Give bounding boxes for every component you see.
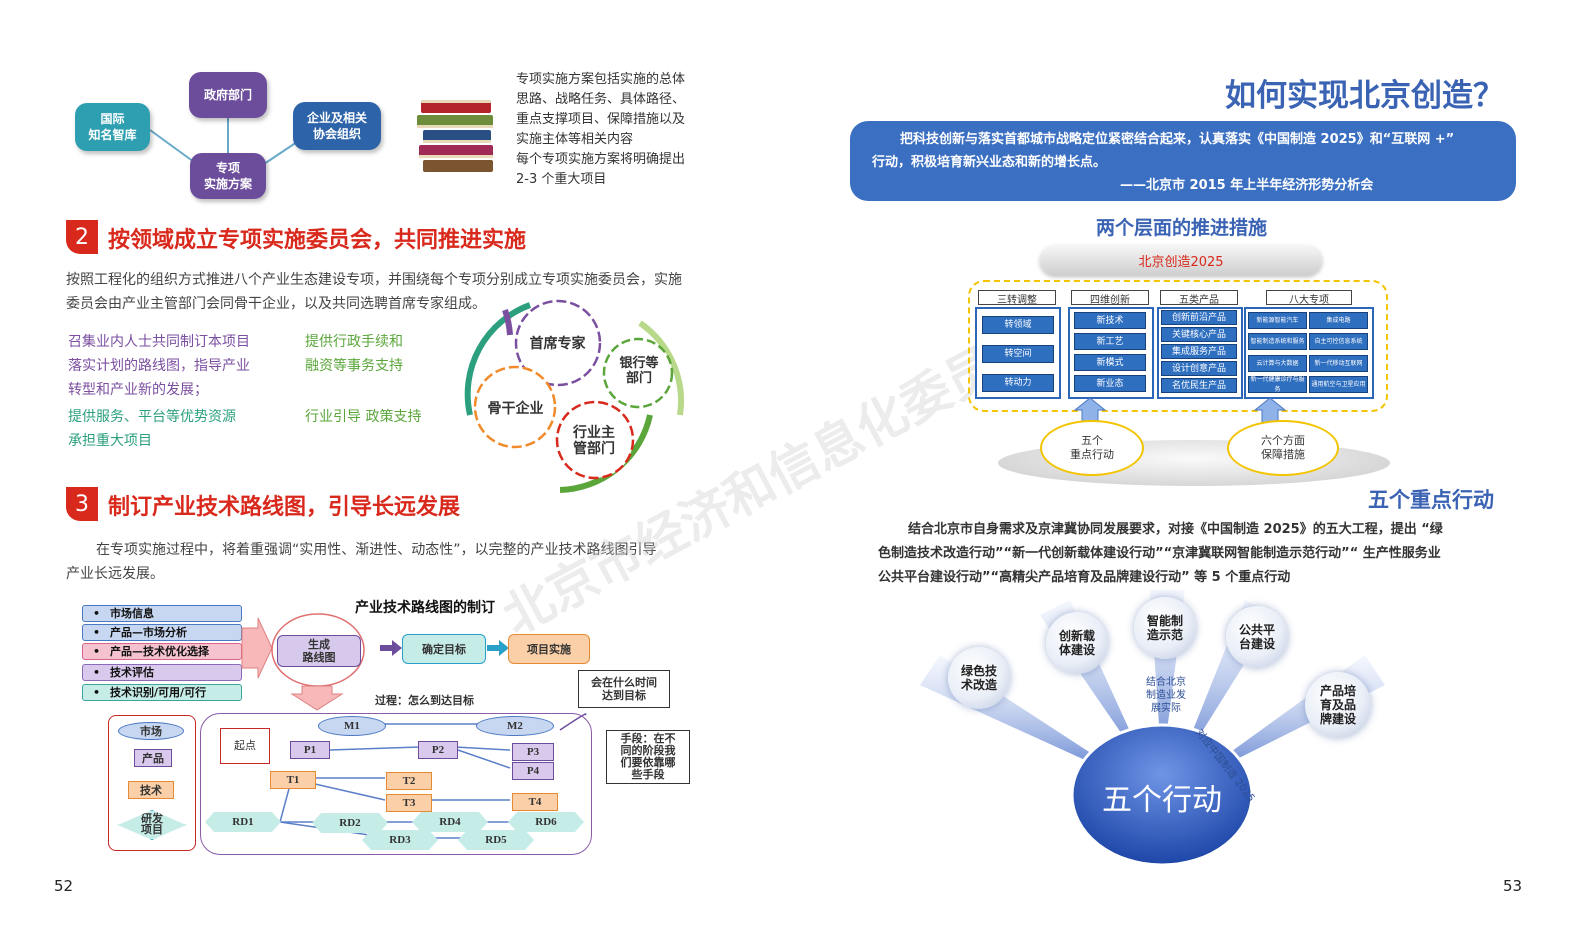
layer-market: 市场 bbox=[118, 722, 184, 740]
bubble-enterprise: 企业及相关 协会组织 bbox=[293, 102, 381, 150]
fan-bubble-brand: 产品培 育及品 牌建设 bbox=[1305, 672, 1371, 738]
books-stack-image bbox=[417, 100, 493, 172]
cell-4-3: 智能制造系统和服务 bbox=[1248, 333, 1307, 350]
node-rd3: RD3 bbox=[362, 830, 438, 850]
cell-4-1: 新能源智能汽车 bbox=[1248, 312, 1307, 329]
node-t3: T3 bbox=[386, 794, 432, 812]
roadmap-confirm-goal: 确定目标 bbox=[402, 634, 486, 664]
roadmap-list-tech-identify: 技术识别/可用/可行 bbox=[82, 684, 242, 701]
five-actions-paragraph: 结合北京市自身需求及京津冀协同发展要求，对接《中国制造 2025》的五大工程，提… bbox=[878, 522, 1443, 585]
roadmap-implement: 项目实施 bbox=[508, 634, 590, 664]
roadmap-list-tech-eval: 技术评估 bbox=[82, 664, 242, 681]
column-head-four-innovations: 四维创新 bbox=[1071, 290, 1149, 306]
cell-3-1: 创新前沿产品 bbox=[1161, 310, 1237, 325]
cell-2-4: 新业态 bbox=[1074, 375, 1146, 392]
page-number-left: 52 bbox=[54, 877, 74, 895]
roadmap-field bbox=[200, 713, 592, 855]
node-rd2: RD2 bbox=[312, 813, 388, 833]
fan-bubble-carrier: 创新载 体建设 bbox=[1046, 612, 1108, 674]
node-rd5: RD5 bbox=[458, 830, 534, 850]
node-rd6: RD6 bbox=[508, 812, 584, 832]
cell-2-1: 新技术 bbox=[1074, 312, 1146, 329]
gears-diagram bbox=[464, 299, 685, 493]
cell-4-4: 自主可控信息系统 bbox=[1309, 333, 1368, 350]
two-levels-title: 两个层面的推进措施 bbox=[1096, 217, 1268, 239]
cell-1-3: 转动力 bbox=[982, 374, 1054, 392]
role-text-bank: 提供行政手续和 融资等事务支持 bbox=[305, 334, 403, 374]
framework-frame bbox=[968, 280, 1388, 412]
bjcz-banner: 北京创造2025 bbox=[1040, 245, 1322, 275]
cell-4-8: 通用航空与卫星应用 bbox=[1309, 376, 1368, 393]
column-head-three-transforms: 三转调整 bbox=[978, 290, 1056, 306]
five-actions-oval: 五个 重点行动 bbox=[1040, 420, 1144, 476]
cell-4-5: 云计算与大数据 bbox=[1248, 355, 1307, 372]
six-measures-oval: 六个方面 保障措施 bbox=[1227, 420, 1339, 476]
node-p3: P3 bbox=[512, 743, 554, 761]
fan-center-label: 五个行动 bbox=[1102, 783, 1222, 818]
column-head-eight-projects: 八大专项 bbox=[1266, 290, 1352, 306]
roadmap-layer-panel bbox=[108, 715, 196, 851]
node-p2: P2 bbox=[418, 741, 458, 759]
cell-4-2: 集成电路 bbox=[1309, 312, 1368, 329]
cell-1-1: 转领域 bbox=[982, 316, 1054, 334]
node-p1: P1 bbox=[290, 741, 330, 759]
bubble-government: 政府部门 bbox=[189, 72, 267, 118]
roadmap-list-product-tech: 产品—技术优化选择 bbox=[82, 643, 242, 660]
five-actions-title: 五个重点行动 bbox=[1368, 488, 1494, 512]
role-text-expert: 召集业内人士共同制订本项目 落实计划的路线图，指导产业 转型和产业新的发展； bbox=[68, 334, 250, 398]
node-rd1: RD1 bbox=[205, 812, 281, 832]
fan-note-left: 结合北京 制造业发 展实际 bbox=[1146, 677, 1186, 714]
bubble-think-tank: 国际 知名智库 bbox=[75, 103, 150, 151]
special-plan-description: 专项实施方案包括实施的总体 思路、战略任务、具体路径、 重点支撑项目、保障措施以… bbox=[516, 72, 686, 187]
cell-3-5: 名优民生产品 bbox=[1161, 378, 1237, 393]
cell-3-2: 关键核心产品 bbox=[1161, 327, 1237, 342]
section-3-paragraph: 在专项实施过程中，将着重强调“实用性、渐进性、动态性”，以完整的产业技术路线图引… bbox=[66, 542, 657, 582]
cell-3-4: 设计创意产品 bbox=[1161, 361, 1237, 376]
fan-bubble-smart: 智能制 造示范 bbox=[1134, 597, 1196, 659]
roadmap-title: 产业技术路线图的制订 bbox=[355, 600, 495, 616]
page-number-right: 53 bbox=[1503, 877, 1523, 895]
node-p4: P4 bbox=[512, 762, 554, 780]
column-head-five-products: 五类产品 bbox=[1160, 290, 1238, 306]
node-t2: T2 bbox=[386, 772, 432, 790]
node-t4: T4 bbox=[512, 793, 558, 811]
node-t1: T1 bbox=[270, 771, 316, 789]
roadmap-process-label: 过程：怎么到达目标 bbox=[375, 694, 474, 707]
role-text-backbone: 提供服务、平台等优势资源 承担重大项目 bbox=[68, 409, 236, 449]
section-2-number: 2 bbox=[66, 220, 98, 254]
section-3-title: 制订产业技术路线图，引导长远发展 bbox=[108, 495, 461, 520]
layer-tech: 技术 bbox=[128, 781, 174, 799]
gear-label-expert: 首席专家 bbox=[529, 336, 586, 352]
cell-2-3: 新模式 bbox=[1074, 354, 1146, 371]
node-rd4: RD4 bbox=[412, 812, 488, 832]
cell-4-6: 新一代移动互联网 bbox=[1309, 355, 1368, 372]
quote-box: 把科技创新与落实首都城市战略定位紧密结合起来，认真落实《中国制造 2025》和“… bbox=[850, 121, 1516, 201]
roadmap-when-note: 会在什么时间 达到目标 bbox=[578, 670, 670, 708]
cell-2-2: 新工艺 bbox=[1074, 333, 1146, 350]
gear-label-bank: 银行等 部门 bbox=[619, 356, 659, 386]
cell-3-3: 集成服务产品 bbox=[1161, 344, 1237, 359]
cell-1-2: 转空间 bbox=[982, 345, 1054, 363]
cell-4-7: 新一代健康诊疗与服务 bbox=[1248, 376, 1307, 393]
node-m1: M1 bbox=[318, 716, 386, 736]
roadmap-list-market-info: 市场信息 bbox=[82, 605, 242, 622]
right-page-title: 如何实现北京创造？ bbox=[1225, 78, 1504, 114]
roadmap-means-note: 手段：在不 同的阶段我 们要依靠哪 些手段 bbox=[606, 730, 690, 784]
roadmap-generate: 生成 路线图 bbox=[277, 635, 361, 667]
gear-label-authority: 行业主 管部门 bbox=[573, 425, 615, 457]
gear-label-backbone: 骨干企业 bbox=[487, 401, 544, 417]
section-3-number: 3 bbox=[66, 487, 98, 521]
role-text-authority: 行业引导 政策支持 bbox=[305, 409, 422, 425]
section-2-title: 按领域成立专项实施委员会，共同推进实施 bbox=[108, 228, 527, 253]
roadmap-start: 起点 bbox=[220, 728, 270, 764]
roadmap-list-product-market: 产品—市场分析 bbox=[82, 624, 242, 641]
node-m2: M2 bbox=[476, 716, 554, 736]
fan-bubble-platform: 公共平 台建设 bbox=[1226, 606, 1288, 668]
bubble-special-plan: 专项 实施方案 bbox=[190, 153, 266, 199]
layer-product: 产品 bbox=[134, 749, 172, 767]
section-2-paragraph: 按照工程化的组织方式推进八个产业生态建设专项，并围绕每个专项分别成立专项实施委员… bbox=[66, 272, 682, 312]
fan-bubble-green: 绿色技 术改造 bbox=[948, 647, 1010, 709]
